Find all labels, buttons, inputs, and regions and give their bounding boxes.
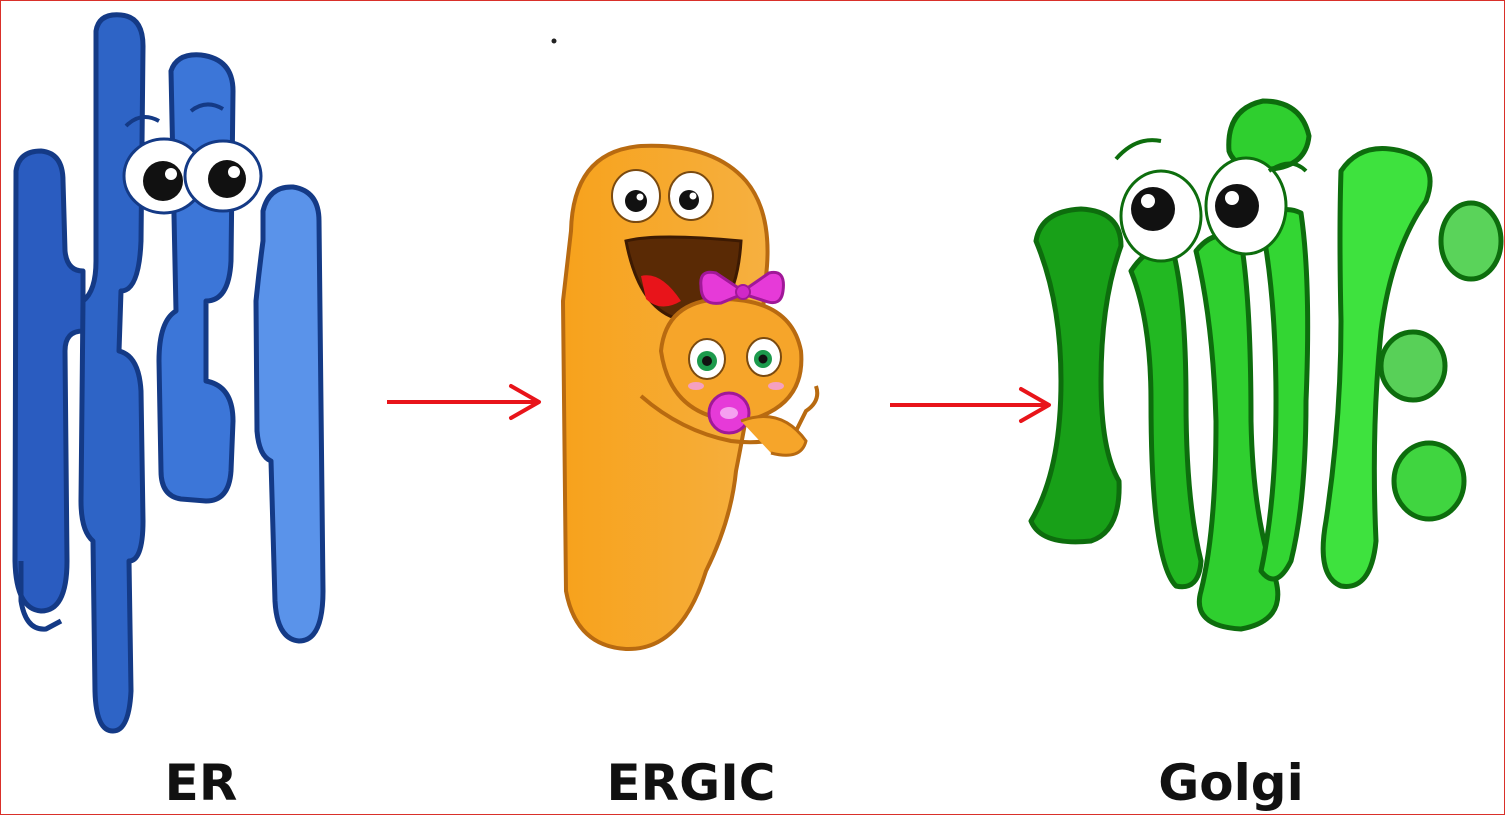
arrow-right-icon (387, 386, 539, 418)
stray-dot (552, 39, 557, 44)
er-character-icon (15, 15, 323, 731)
ergic-label: ERGIC (571, 753, 811, 813)
golgi-label: Golgi (1121, 753, 1341, 813)
er-label: ER (121, 753, 281, 813)
arrow-right-icon-2 (890, 389, 1049, 421)
ergic-mother-with-baby-icon (563, 146, 817, 649)
